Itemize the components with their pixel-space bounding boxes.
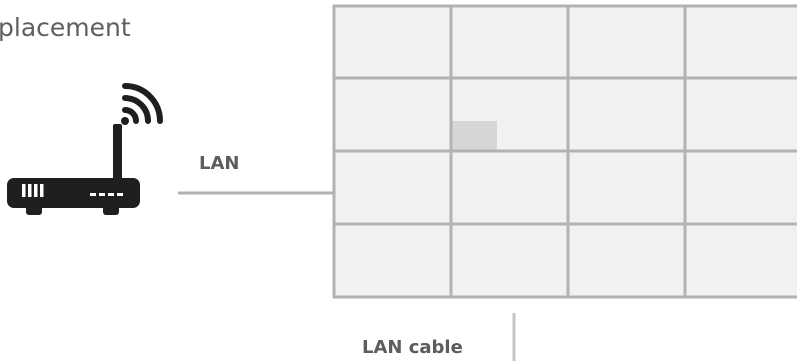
wifi-router-icon — [7, 83, 163, 215]
router-ports — [22, 184, 44, 197]
router-foot-right — [103, 204, 119, 215]
grid-lines — [332, 4, 797, 299]
heading-text: placement — [0, 13, 131, 42]
router-foot-left — [26, 204, 42, 215]
router-leds — [90, 193, 123, 196]
highlighted-cell — [452, 121, 497, 151]
lan-label: LAN — [199, 153, 239, 174]
router-antenna — [113, 124, 122, 180]
lan-cable-label: LAN cable — [362, 337, 463, 358]
wifi-signal-icon — [121, 83, 163, 125]
floor-grid — [332, 4, 797, 299]
